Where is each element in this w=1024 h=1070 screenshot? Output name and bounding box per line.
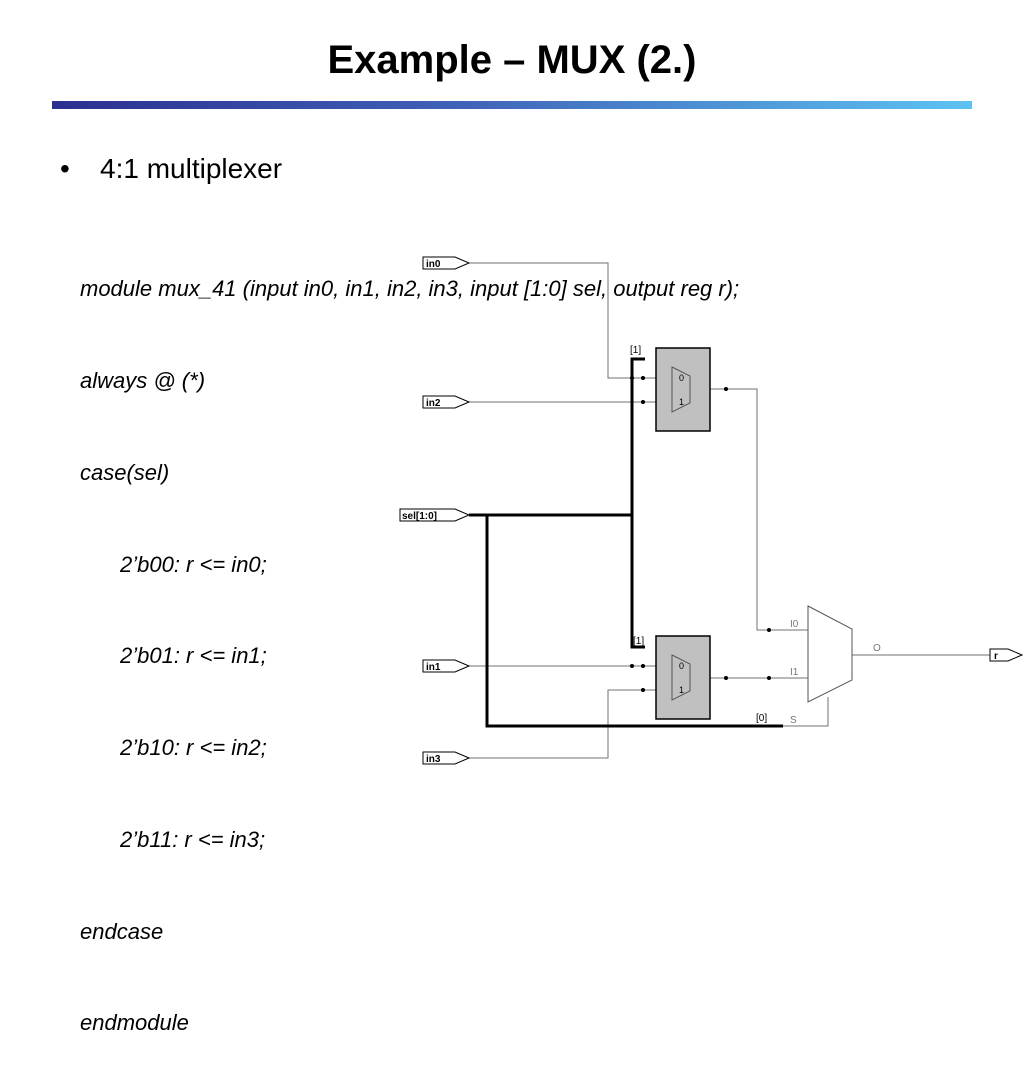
bus-sel-bit0 — [485, 515, 783, 728]
signal-wires — [469, 262, 990, 759]
wire-in3 — [469, 689, 672, 759]
code-line-endcase: endcase — [80, 918, 164, 944]
port-in2-label: in2 — [426, 398, 441, 409]
bullet-text: 4:1 multiplexer — [100, 153, 283, 184]
wire-upper-mux-out — [690, 388, 808, 631]
code-line-module: module mux_41 (input in0, in1, in2, in3,… — [80, 276, 740, 302]
code-line-always: always @ (*) — [80, 367, 206, 393]
upper-mux: 0 1 — [655, 347, 711, 432]
lower-mux-input-1: 1 — [679, 685, 684, 695]
port-in0: in0 — [422, 256, 471, 270]
wire-in0 — [469, 262, 672, 379]
bullet-dot-icon: • — [60, 153, 70, 184]
output-mux-select-bit-label: [0] — [756, 713, 767, 724]
output-mux: I0 I1 O S — [790, 605, 881, 726]
output-mux-pin-s: S — [790, 715, 797, 726]
code-line-case-00: 2’b00: r <= in0; — [120, 551, 267, 577]
port-r-label: r — [994, 651, 998, 662]
port-in0-label: in0 — [426, 259, 441, 270]
title-underline-bar — [52, 101, 972, 109]
port-in1-label: in1 — [426, 662, 441, 673]
output-mux-pin-i1: I1 — [790, 667, 799, 678]
upper-mux-input-1: 1 — [679, 397, 684, 407]
code-line-case: case(sel) — [80, 459, 170, 485]
port-in3-label: in3 — [426, 754, 441, 765]
lower-mux-select-bit-label: [1] — [633, 636, 644, 647]
select-bus — [469, 357, 783, 728]
upper-mux-select-bit-label: [1] — [630, 345, 641, 356]
port-sel: sel[1:0] — [399, 508, 471, 522]
slide-title: Example – MUX (2.) — [327, 38, 697, 82]
lower-mux-input-0: 0 — [679, 661, 684, 671]
port-sel-label: sel[1:0] — [402, 511, 437, 522]
output-mux-pin-i0: I0 — [790, 619, 799, 630]
junction-dots — [630, 376, 771, 692]
wire-select-bit0 — [783, 697, 829, 727]
code-line-endmodule: endmodule — [80, 1010, 189, 1036]
port-in2: in2 — [422, 395, 471, 409]
lower-mux: 0 1 — [655, 635, 711, 720]
port-in1: in1 — [422, 659, 471, 673]
output-mux-pin-o: O — [873, 643, 881, 654]
bus-sel-upper — [630, 357, 645, 515]
port-r: r — [989, 648, 1024, 662]
port-in3: in3 — [422, 751, 471, 765]
code-line-case-11: 2’b11: r <= in3; — [120, 826, 266, 852]
upper-mux-input-0: 0 — [679, 373, 684, 383]
mux-schematic: 0 1 0 1 I0 I1 O S [1] [1] [0] in0 in2 se… — [399, 256, 1024, 765]
code-line-case-10: 2’b10: r <= in2; — [120, 735, 267, 761]
code-line-case-01: 2’b01: r <= in1; — [120, 643, 267, 669]
bus-sel-lower — [630, 515, 645, 649]
